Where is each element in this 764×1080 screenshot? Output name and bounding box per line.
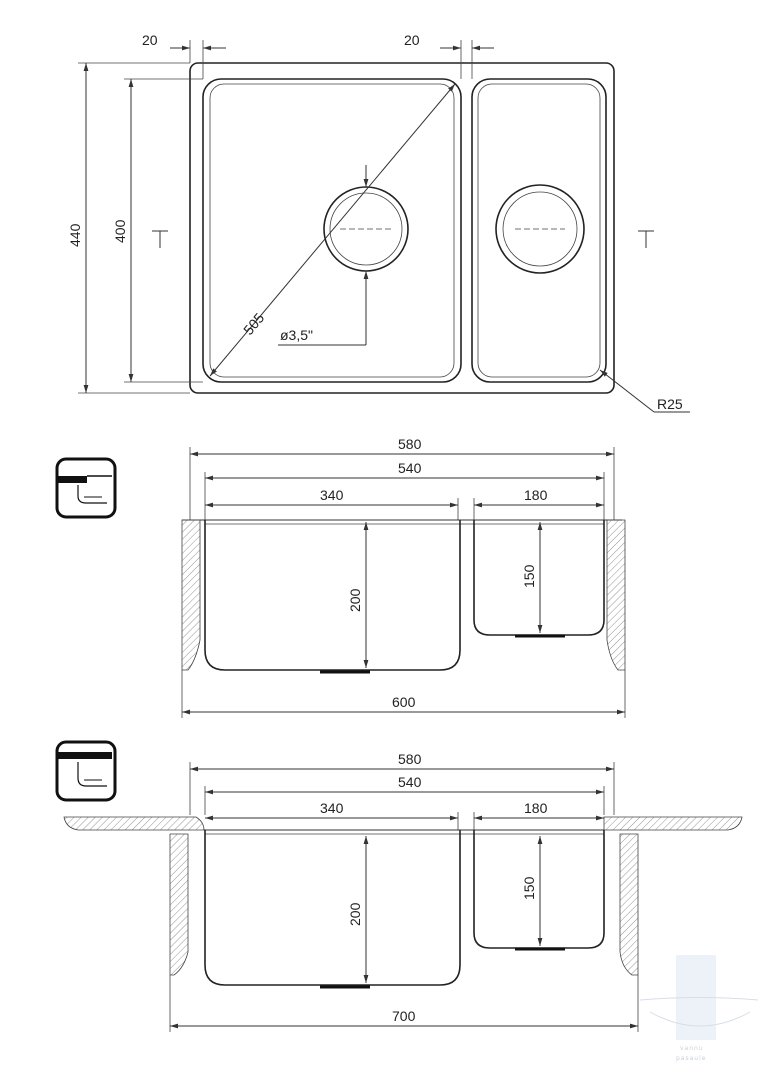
section-marker-left [152,230,168,248]
watermark-text-2: pasaule [676,1055,706,1062]
cabinet-wall-right-2 [619,833,639,976]
height-inner-label: 400 [112,219,128,243]
sec2-small-bowl [473,830,605,949]
install-type-icon-undermount [55,457,117,519]
large-drain [323,186,409,272]
sec2-large-bowl [204,830,461,986]
cabinet-wall-left-2 [169,833,189,976]
cabinet-wall-right [606,519,626,671]
sec2-overall-label: 580 [398,751,422,767]
section-marker-right [638,230,654,248]
diagonal-label: 505 [240,310,267,338]
sec1-small-bowl [473,520,605,636]
sec2-small-bowl-label: 180 [524,800,548,816]
small-bowl-outline [471,78,607,383]
rim-width-mid-label: 20 [404,32,420,48]
top-view: ø3,5" 505 20 20 440 400 [67,32,690,413]
install-type-icon-flush [55,740,117,802]
corner-radius-label: R25 [657,396,683,412]
sink-outer-outline [189,62,615,394]
rim-width-left-label: 20 [142,32,158,48]
sec2-depth-large-label: 200 [347,902,363,926]
small-drain [495,184,585,274]
sec1-large-bowl [204,520,461,671]
section-flush: 580 540 340 180 200 150 [55,740,743,1032]
section-undermount: 580 540 340 180 200 150 [55,436,626,718]
countertop-right [603,816,743,831]
sec1-overall-label: 580 [398,436,422,452]
sec1-depth-small-label: 150 [521,564,537,588]
sec2-cabinet-label: 700 [392,1008,416,1024]
cabinet-wall-left [181,519,201,671]
sec2-large-bowl-label: 340 [320,800,344,816]
drain-size-label: ø3,5" [280,327,313,343]
sec1-depth-large-label: 200 [347,588,363,612]
countertop-left [63,816,205,831]
sec2-inner-label: 540 [398,774,422,790]
height-outer-label: 440 [67,223,83,247]
sec1-inner-label: 540 [398,460,422,476]
sec1-cabinet-label: 600 [392,694,416,710]
watermark-logo: vannu pasaule [639,955,759,1062]
sec2-depth-small-label: 150 [521,876,537,900]
watermark-text-1: vannu [680,1045,704,1052]
sec1-small-bowl-label: 180 [524,487,548,503]
large-bowl-outline [202,78,462,383]
sec1-large-bowl-label: 340 [320,487,344,503]
